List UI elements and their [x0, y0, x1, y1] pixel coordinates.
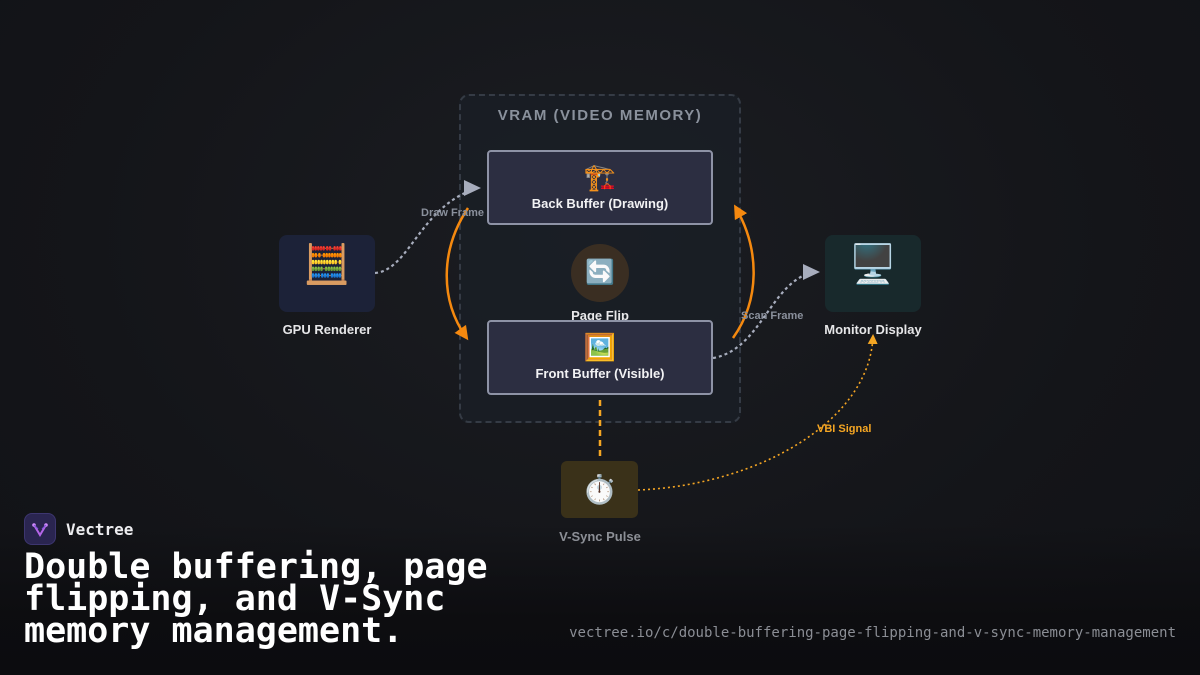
page-title: Double buffering, page flipping, and V-S… — [24, 547, 488, 651]
refresh-arrows-icon: 🔄 — [571, 244, 629, 302]
abacus-icon: 🧮 — [303, 244, 351, 286]
draw-frame-arrowhead — [464, 180, 481, 196]
vsync-label: V-Sync Pulse — [559, 529, 641, 544]
framed-picture-icon: 🖼️ — [583, 332, 617, 362]
scan-frame-arrowhead — [803, 264, 820, 280]
bottom-gradient — [0, 525, 1200, 675]
front-buffer-label: Front Buffer (Visible) — [535, 366, 665, 381]
front-buffer-node: 🖼️ Front Buffer (Visible) — [487, 320, 713, 395]
stopwatch-icon: ⏱️ — [582, 474, 617, 505]
page-flip-arc-left — [445, 207, 470, 341]
draw-frame-label: Draw Frame — [421, 207, 484, 219]
monitor-label: Monitor Display — [824, 322, 922, 337]
page-flip-label: Page Flip — [571, 308, 629, 323]
page-flip-arc-right — [731, 204, 755, 339]
vram-title: VRAM (VIDEO MEMORY) — [497, 107, 703, 124]
page-url: vectree.io/c/double-buffering-page-flipp… — [569, 625, 1176, 641]
brand-name: Vectree — [66, 519, 134, 539]
vbi-signal-label: VBI Signal — [817, 423, 872, 435]
back-buffer-node: 🏗️ Back Buffer (Drawing) — [487, 150, 713, 225]
vectree-logo-icon — [24, 513, 56, 545]
draw-frame-connector — [374, 186, 479, 275]
monitor-node: 🖥️ — [825, 235, 921, 312]
gpu-label: GPU Renderer — [282, 322, 372, 337]
vsync-node: ⏱️ — [561, 461, 638, 518]
desktop-computer-icon: 🖥️ — [849, 244, 897, 286]
brand: Vectree — [24, 512, 133, 546]
vbi-signal-connector — [637, 334, 878, 491]
scan-frame-label: Scan Frame — [741, 310, 804, 322]
construction-crane-icon: 🏗️ — [583, 162, 617, 192]
gpu-node: 🧮 — [279, 235, 375, 312]
back-buffer-label: Back Buffer (Drawing) — [531, 196, 669, 211]
scan-frame-connector — [712, 271, 811, 360]
